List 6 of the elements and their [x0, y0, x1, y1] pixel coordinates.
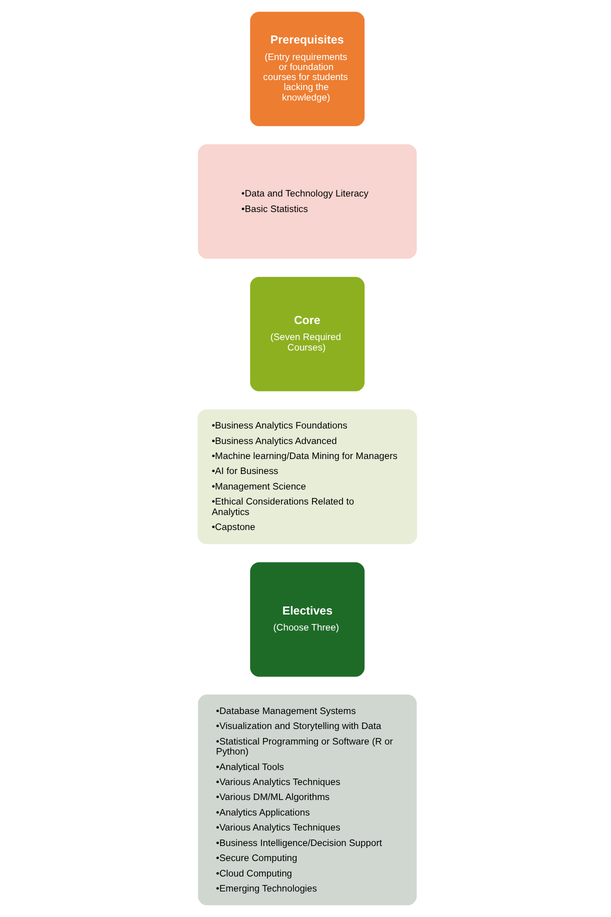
- node-box: Electives (Choose Three): [250, 562, 364, 677]
- node-box: •Database Management Systems •Visualization and Storytelling with Data •Statistical Programming or Software (R or Python) •Analytical Tools •Various Analytics Techniques •Various DM/ML Algorithms •Analytics Applications •Various Analytics Techniques •Business Intelligence/Decision Support •Secure Computing •Cloud Computing •Emerging Technologies: [197, 694, 416, 906]
- node-box: Prerequisites (Entry requirements or foundation courses for students lacking the knowledge): [250, 12, 364, 126]
- node-box: •Business Analytics Foundations •Business Analytics Advanced •Machine learning/Data Mining for Managers •AI for Business •Management Science •Ethical Considerations Related to Analytics •Capstone: [197, 409, 417, 544]
- node-box: Core (Seven Required Courses): [250, 276, 364, 392]
- node-box: •Data and Technology Literacy •Basic Statistics: [197, 144, 416, 259]
